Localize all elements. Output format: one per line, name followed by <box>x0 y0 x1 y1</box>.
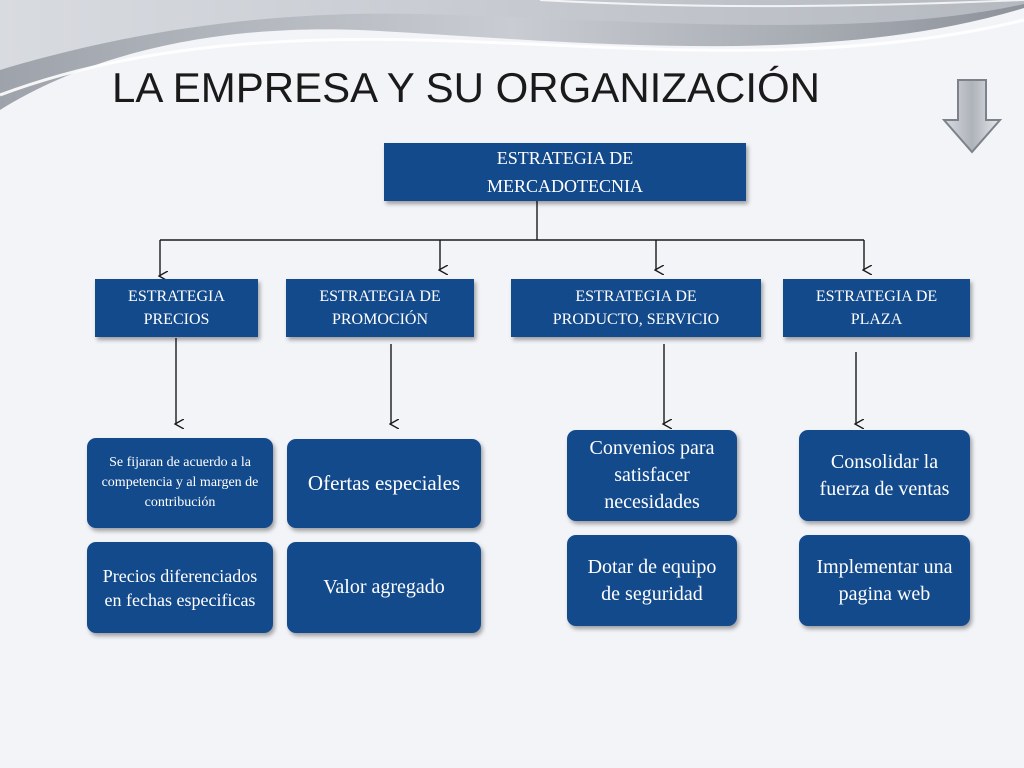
item-plaza-1: Consolidar la fuerza de ventas <box>799 430 970 521</box>
item-label: Ofertas especiales <box>307 471 461 495</box>
branch-node-plaza: ESTRATEGIA DE PLAZA <box>783 279 970 337</box>
root-node-label: ESTRATEGIA DE MERCADOTECNIA <box>487 148 643 196</box>
slide-title: LA EMPRESA Y SU ORGANIZACIÓN <box>112 64 820 111</box>
branch-node-label: ESTRATEGIA DE PLAZA <box>815 288 938 328</box>
branch-node-label: ESTRATEGIA DE PRODUCTO, SERVICIO <box>552 288 720 328</box>
item-precios-1: Se fijaran de acuerdo a la competencia y… <box>87 438 273 528</box>
branch-node-label: ESTRATEGIA PRECIOS <box>128 288 225 328</box>
branch-node-label: ESTRATEGIA DE PROMOCIÓN <box>319 288 441 328</box>
item-label: Se fijaran de acuerdo a la competencia y… <box>101 455 259 510</box>
item-label: Implementar una pagina web <box>816 555 953 605</box>
header-swoosh-decoration <box>0 0 1024 110</box>
branch-node-precios: ESTRATEGIA PRECIOS <box>95 279 258 337</box>
item-producto-1: Convenios para satisfacer necesidades <box>567 430 737 521</box>
item-producto-2: Dotar de equipo de seguridad <box>567 535 737 626</box>
item-label: Dotar de equipo de seguridad <box>587 555 717 605</box>
down-arrow-icon[interactable] <box>942 78 1002 154</box>
item-promocion-2: Valor agregado <box>287 542 481 633</box>
branch-node-promocion: ESTRATEGIA DE PROMOCIÓN <box>286 279 474 337</box>
item-label: Convenios para satisfacer necesidades <box>589 437 715 513</box>
item-label: Consolidar la fuerza de ventas <box>819 450 950 500</box>
item-label: Precios diferenciados en fechas especifi… <box>102 565 258 610</box>
item-promocion-1: Ofertas especiales <box>287 439 481 528</box>
branch-node-producto: ESTRATEGIA DE PRODUCTO, SERVICIO <box>511 279 761 337</box>
item-precios-2: Precios diferenciados en fechas especifi… <box>87 542 273 633</box>
item-label: Valor agregado <box>323 576 445 598</box>
root-node: ESTRATEGIA DE MERCADOTECNIA <box>384 143 746 201</box>
item-plaza-2: Implementar una pagina web <box>799 535 970 626</box>
